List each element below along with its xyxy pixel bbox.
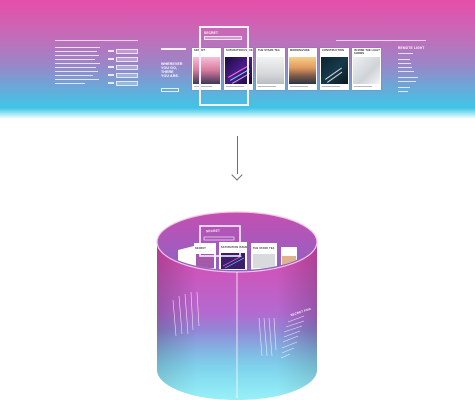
sunset-landscape-photo bbox=[289, 57, 316, 84]
card[interactable]: MORNINGSIDE bbox=[288, 48, 317, 90]
focus-subtitle-box bbox=[204, 36, 242, 40]
outer-text-lines bbox=[172, 291, 305, 359]
hero-line: YOU ARE. bbox=[161, 74, 180, 78]
left-header-rule bbox=[55, 40, 138, 41]
card-title: CONSTRUCTION bbox=[322, 49, 345, 52]
focus-label: SECRET bbox=[204, 31, 219, 35]
hero-line: THERE bbox=[161, 70, 174, 74]
pink-mountain-photo bbox=[193, 57, 220, 84]
white-structure-photo bbox=[257, 57, 284, 84]
hero-cta-button[interactable] bbox=[161, 88, 179, 92]
card-title: IN MINE THE LIGHT SHINES bbox=[354, 49, 380, 55]
card-title: SATURATION ISSUE bbox=[226, 49, 253, 52]
side-title: REMOTE LIGHT bbox=[398, 46, 425, 50]
card-title: MORNINGSIDE bbox=[290, 49, 310, 52]
banner-fade bbox=[0, 108, 475, 118]
light-abstract-photo bbox=[353, 57, 380, 84]
card-title: THE STARK TEA bbox=[258, 49, 280, 52]
hero-line: YOU GO, bbox=[161, 66, 178, 70]
dark-abstract-photo bbox=[321, 57, 348, 84]
card[interactable]: IN MINE THE LIGHT SHINES bbox=[352, 48, 381, 90]
card[interactable]: CONSTRUCTION bbox=[320, 48, 349, 90]
cylinder-focus-frame bbox=[199, 225, 241, 257]
focus-frame bbox=[199, 26, 249, 106]
flat-banner: WHEREVER YOU GO, THERE YOU ARE. SECRET S… bbox=[0, 0, 475, 118]
hero-line: WHEREVER bbox=[161, 62, 183, 66]
cylinder-card-title: THE STARK TEA bbox=[253, 247, 275, 250]
hero-eyebrow bbox=[161, 48, 186, 50]
cylinder-card-title: SATURATION ISSUE bbox=[221, 246, 248, 249]
card[interactable]: THE STARK TEA bbox=[256, 48, 285, 90]
cylinder-focus-label: SECRET bbox=[205, 228, 221, 234]
cylinder-card-title: SECRET bbox=[195, 247, 206, 250]
right-header-rule bbox=[336, 40, 426, 41]
card[interactable]: SECRET bbox=[192, 48, 221, 90]
